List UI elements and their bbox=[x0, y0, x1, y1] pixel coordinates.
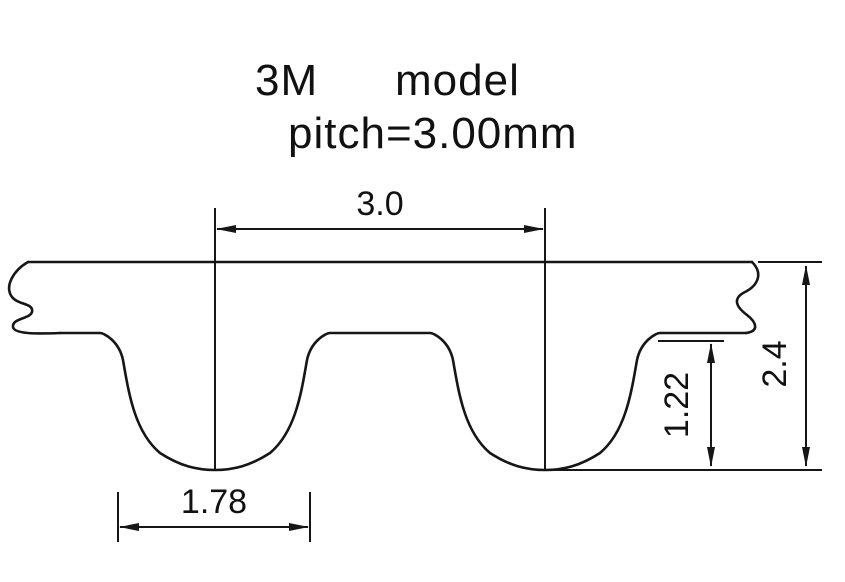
belt-bottom-profile bbox=[58, 331, 748, 472]
belt-right-break bbox=[735, 260, 760, 335]
title-pitch-line: pitch=3.00mm bbox=[288, 109, 578, 158]
thickness-label: 2.4 bbox=[756, 340, 794, 387]
tooth-depth-label: 1.22 bbox=[658, 372, 696, 438]
tooth-width-label: 1.78 bbox=[181, 483, 247, 521]
title-model-word: model bbox=[395, 56, 520, 105]
pitch-dimension-label: 3.0 bbox=[356, 185, 403, 223]
belt-left-break bbox=[7, 260, 62, 335]
title-model-code: 3M bbox=[255, 56, 318, 105]
